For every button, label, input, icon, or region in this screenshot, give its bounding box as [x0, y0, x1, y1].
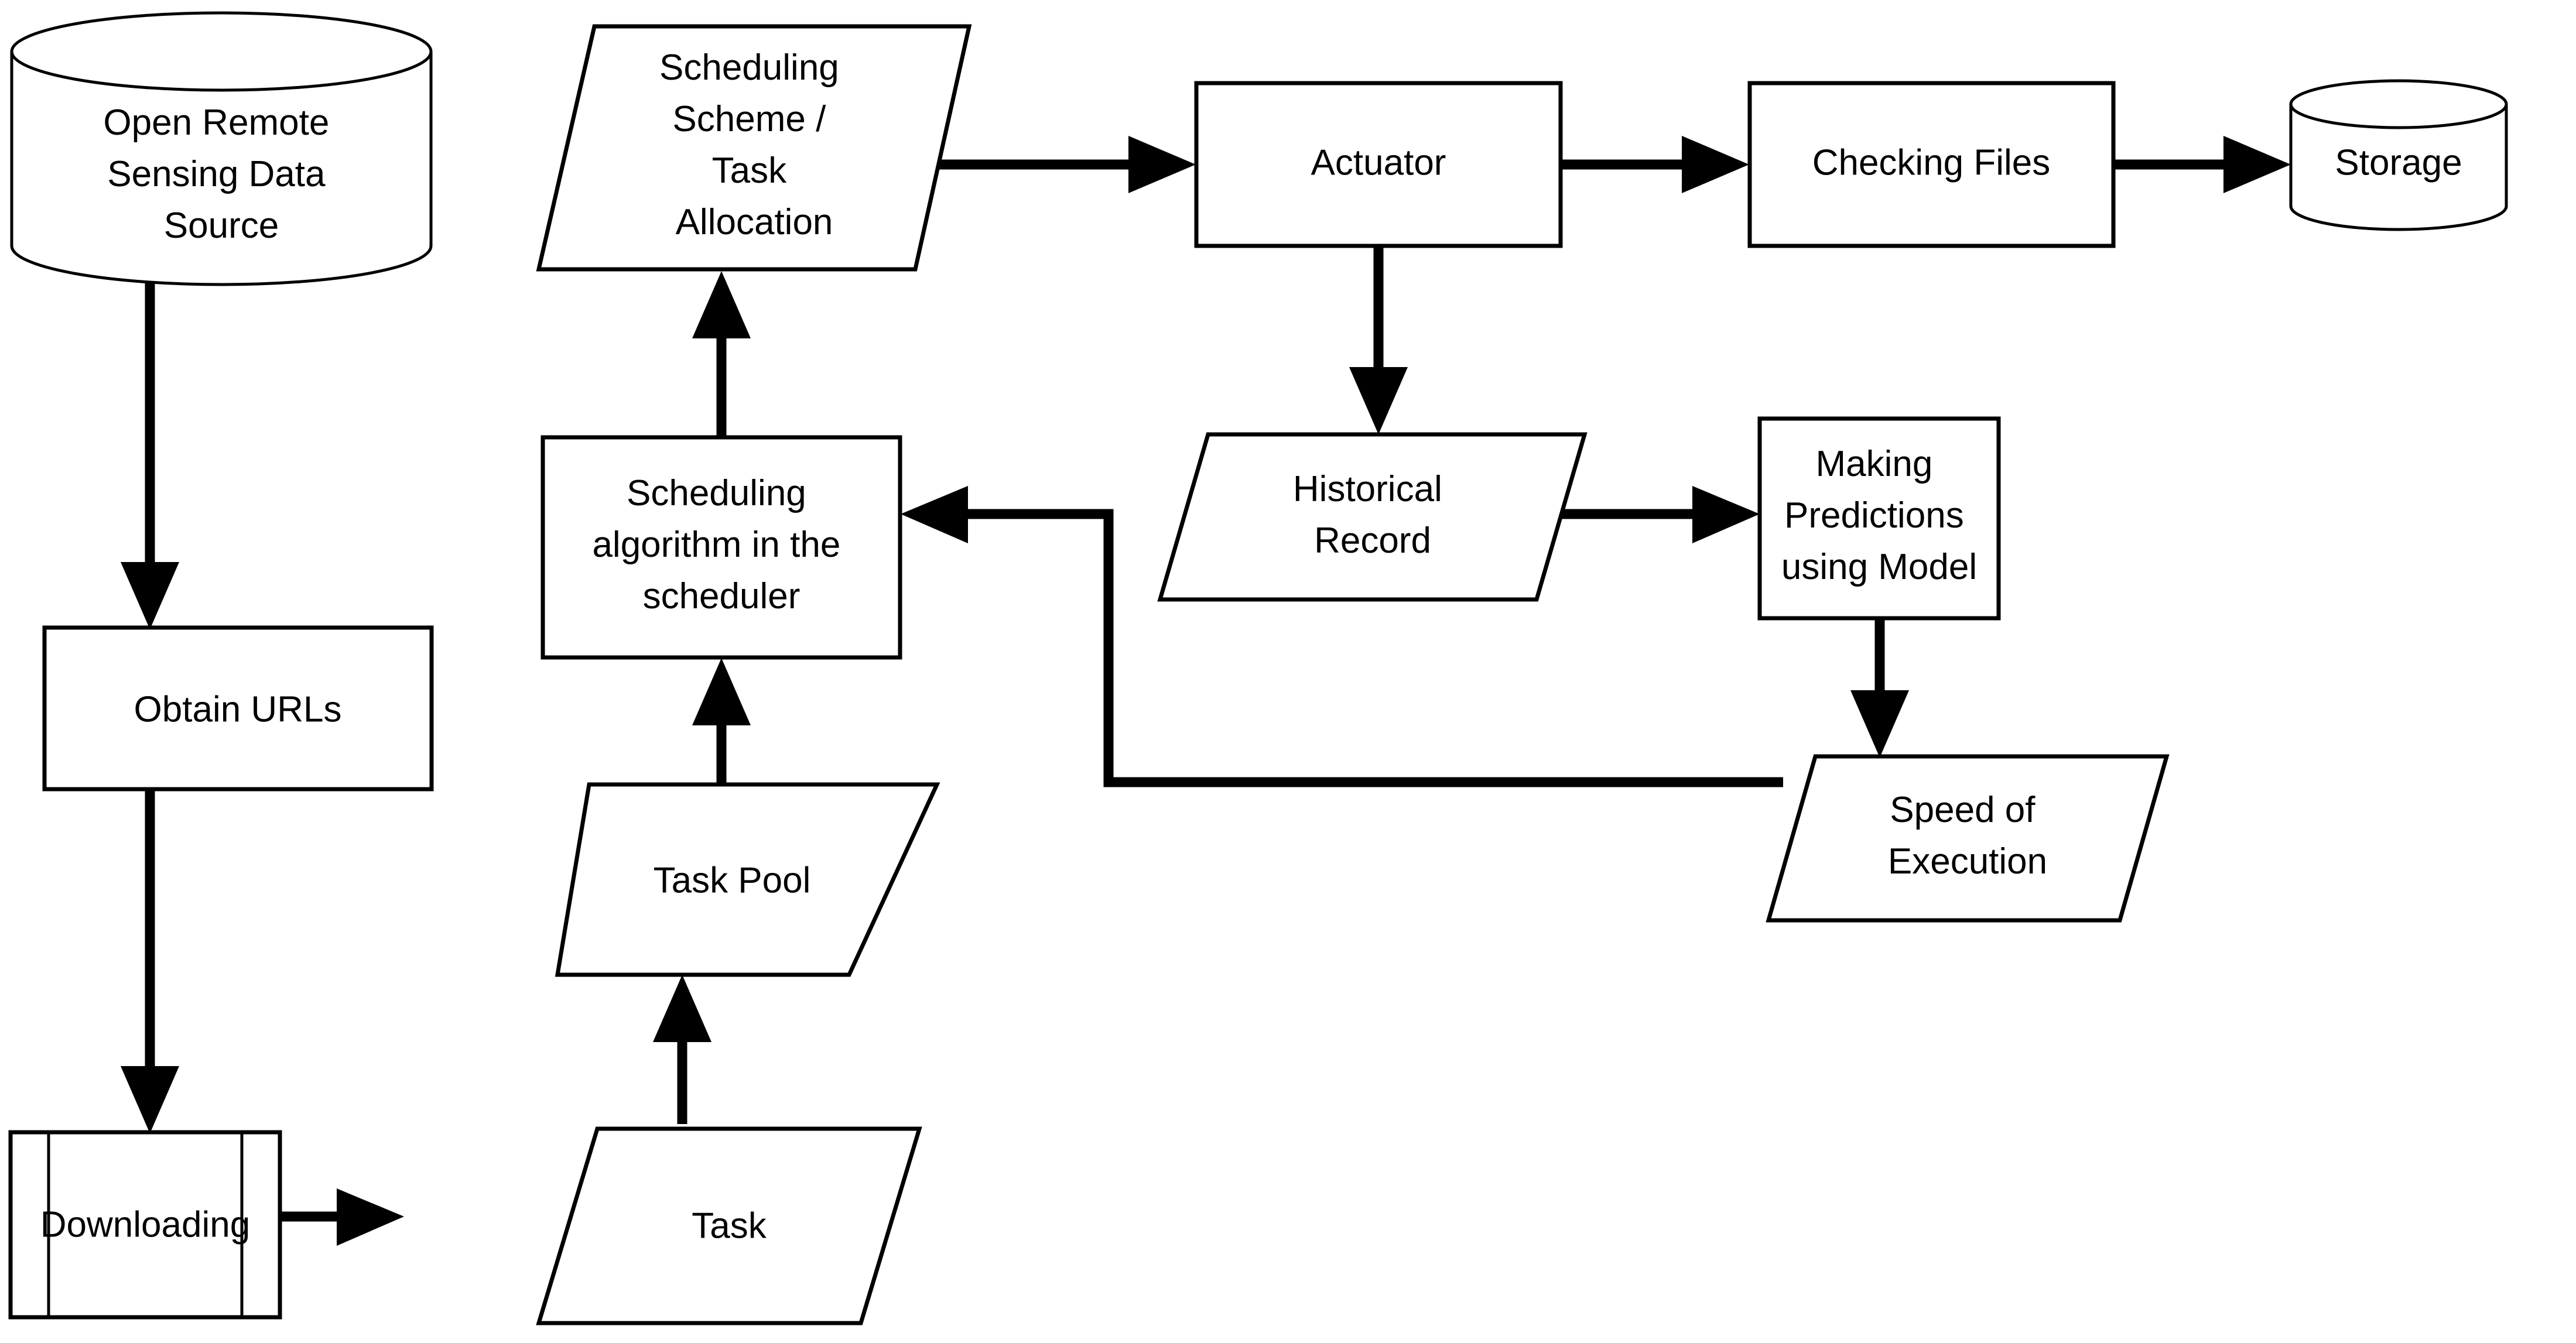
- node-checking-files[interactable]: Checking Files: [1747, 81, 2116, 248]
- node-open-remote-sensing-data-source[interactable]: Open Remote Sensing Data Source: [10, 11, 433, 286]
- node-label-checking-files: Checking Files: [1812, 142, 2051, 183]
- node-label-speed-of-execution: Speed of Execution: [1888, 790, 2047, 882]
- nodes-layer: Open Remote Sensing Data Source Obtain U…: [8, 11, 2508, 1325]
- edge-task-to-task-pool: [653, 975, 711, 1124]
- node-historical-record[interactable]: Historical Record: [1157, 432, 1588, 602]
- edge-predictions-to-speed: [1850, 618, 1909, 758]
- node-label-task: Task: [692, 1205, 767, 1246]
- node-speed-of-execution[interactable]: Speed of Execution: [1766, 754, 2170, 923]
- node-label-making-predictions-using-model: Making Predictions using Model: [1781, 444, 1977, 587]
- node-task-pool[interactable]: Task Pool: [555, 782, 940, 977]
- edge-speed-to-scheduler: [901, 486, 1783, 787]
- edge-downloading-to-task: [279, 1188, 404, 1246]
- node-scheduling-algorithm-in-the-scheduler[interactable]: Scheduling algorithm in the scheduler: [540, 435, 902, 660]
- node-label-scheduling-algorithm-in-the-scheduler: Scheduling algorithm in the scheduler: [592, 473, 850, 616]
- node-label-task-pool: Task Pool: [654, 860, 811, 900]
- node-label-obtain-urls: Obtain URLs: [134, 689, 342, 729]
- node-task[interactable]: Task: [536, 1126, 922, 1325]
- node-label-scheduling-scheme-task-allocation: Scheduling Scheme / Task Allocation: [659, 47, 849, 242]
- node-label-historical-record: Historical Record: [1293, 469, 1452, 561]
- node-obtain-urls[interactable]: Obtain URLs: [42, 625, 434, 792]
- node-label-open-remote-sensing-data-source: Open Remote Sensing Data Source: [103, 102, 339, 246]
- node-storage[interactable]: Storage: [2289, 79, 2508, 231]
- node-scheduling-scheme-task-allocation[interactable]: Scheduling Scheme / Task Allocation: [536, 24, 972, 272]
- edges-layer: [121, 136, 2291, 1246]
- edge-task-pool-to-scheduler: [692, 658, 751, 784]
- edge-scheme-to-actuator: [915, 136, 1196, 193]
- edge-historical-record-to-predictions: [1558, 486, 1760, 543]
- node-making-predictions-using-model[interactable]: Making Predictions using Model: [1757, 416, 2001, 621]
- edge-actuator-to-checking-files: [1561, 136, 1749, 193]
- node-label-actuator: Actuator: [1311, 142, 1446, 183]
- edge-checking-files-to-storage: [2113, 136, 2291, 193]
- node-label-downloading: Downloading: [40, 1204, 250, 1245]
- node-actuator[interactable]: Actuator: [1194, 81, 1563, 248]
- edge-source-to-urls: [121, 278, 179, 629]
- edge-scheduler-to-scheme: [692, 271, 751, 436]
- node-label-storage: Storage: [2335, 142, 2462, 183]
- edge-actuator-to-historical-record: [1349, 246, 1408, 434]
- edge-urls-to-downloading: [121, 789, 179, 1133]
- node-downloading[interactable]: Downloading: [8, 1130, 282, 1320]
